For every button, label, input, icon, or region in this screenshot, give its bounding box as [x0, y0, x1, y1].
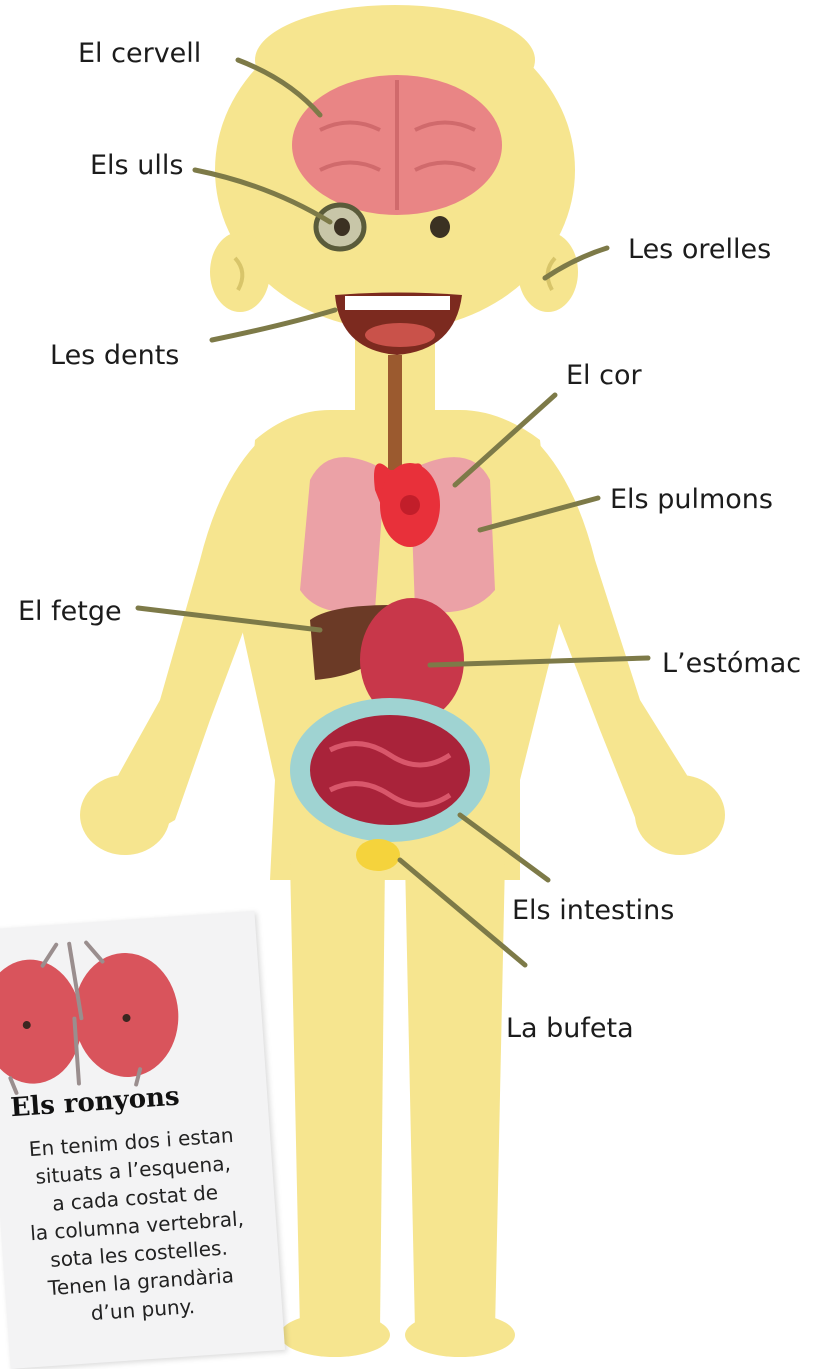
kidney-description: En tenim dos i estan situats a l’esquena… — [4, 1119, 269, 1332]
label-eyes: Els ulls — [90, 152, 183, 179]
kidneys-illustration — [0, 911, 266, 1100]
label-stomach: L’estómac — [662, 650, 801, 677]
kidneys — [0, 950, 182, 1087]
label-lungs: Els pulmons — [610, 486, 773, 513]
label-brain: El cervell — [78, 40, 201, 67]
mouth — [335, 293, 462, 356]
intestines — [290, 698, 490, 842]
label-bladder: La bufeta — [506, 1015, 634, 1042]
leader-teeth — [212, 310, 335, 340]
label-liver: El fetge — [18, 598, 122, 625]
kidney-info-card: Els ronyons En tenim dos i estan situats… — [0, 911, 285, 1369]
label-ears: Les orelles — [628, 236, 771, 263]
label-intestines: Els intestins — [512, 897, 674, 924]
bladder — [356, 839, 400, 871]
label-teeth: Les dents — [50, 342, 179, 369]
label-heart: El cor — [566, 362, 642, 389]
